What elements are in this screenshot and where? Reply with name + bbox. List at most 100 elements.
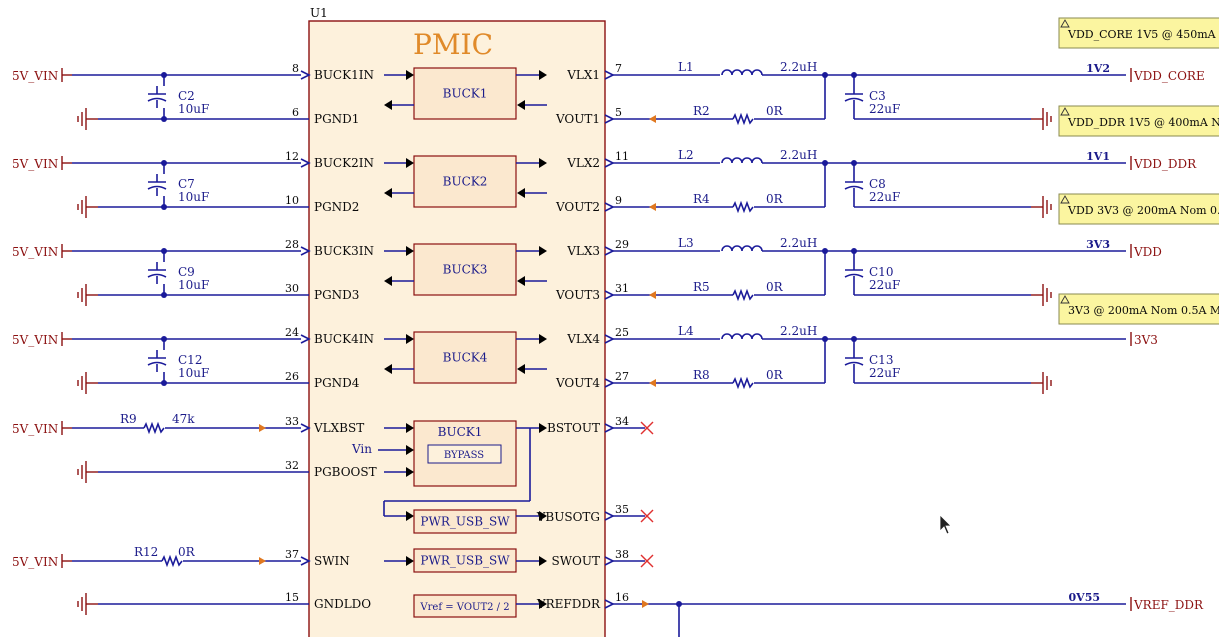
inductor-ref: L2 — [678, 148, 694, 162]
vref-block[interactable]: Vref = VOUT2 / 2 — [413, 594, 517, 618]
pin-input-icon — [300, 158, 311, 168]
buck-block-label: BUCK1 — [443, 87, 488, 101]
input-cap-value: 10uF — [178, 102, 209, 116]
buck-rail-3: 5V_VINC910uF2830BUCK3INPGND3VLX3VOUT3BUC… — [12, 236, 1162, 307]
ground-icon — [1030, 107, 1052, 131]
pin-name: BSTOUT — [547, 421, 600, 435]
pin-name: VOUT2 — [555, 200, 600, 214]
warning-triangle-icon — [1060, 107, 1070, 116]
pin-output-icon — [604, 114, 614, 120]
arrow-left-icon — [517, 100, 525, 110]
buck-block[interactable]: BUCK4 — [413, 331, 517, 384]
inductor-value: 2.2uH — [780, 324, 817, 338]
inductor-icon[interactable] — [721, 245, 763, 252]
output-cap-ref: C10 — [869, 265, 893, 279]
note-callout[interactable]: VDD_DDR 1V5 @ 400mA Nom — [1058, 105, 1219, 137]
input-net-label: 5V_VIN — [12, 245, 58, 259]
output-capacitor-icon[interactable] — [844, 173, 864, 197]
warning-triangle-icon — [1060, 19, 1070, 28]
pin-number: 24 — [285, 326, 299, 339]
buck-block-label: BUCK4 — [443, 351, 488, 365]
arrow-left-icon — [384, 188, 392, 198]
inductor-ref: L3 — [678, 236, 694, 250]
input-cap-ref: C2 — [178, 89, 195, 103]
warning-triangle-icon — [1060, 195, 1070, 204]
pin-name: PGND2 — [314, 200, 359, 214]
pin-name: SWIN — [314, 554, 350, 568]
chip-title: PMIC — [413, 28, 493, 61]
resistor-icon[interactable] — [732, 378, 754, 388]
input-capacitor-icon[interactable] — [147, 173, 167, 197]
pin-name: VOUT4 — [555, 376, 600, 390]
input-cap-value: 10uF — [178, 190, 209, 204]
arrow-right-icon — [406, 467, 414, 477]
arrow-right-icon — [539, 511, 547, 521]
input-cap-value: 10uF — [178, 278, 209, 292]
note-callout[interactable]: 3V3 @ 200mA Nom 0.5A Max. — [1058, 293, 1219, 325]
output-cap-ref: C3 — [869, 89, 886, 103]
input-net-label: 5V_VIN — [12, 555, 58, 569]
resistor-ref: R12 — [134, 545, 158, 559]
rail-label: 0V55 — [1069, 591, 1101, 604]
output-capacitor-icon[interactable] — [844, 261, 864, 285]
pin-input-icon — [604, 511, 615, 521]
otg-block[interactable]: PWR_USB_SW — [413, 509, 517, 534]
inductor-value: 2.2uH — [780, 236, 817, 250]
buck-rail-1: 5V_VINC210uF86BUCK1INPGND1VLX1VOUT1BUCK1… — [12, 60, 1205, 131]
buck-block-box — [413, 155, 517, 208]
bypass-label: BYPASS — [444, 450, 484, 461]
rail-label: 3V3 — [1086, 238, 1110, 251]
input-capacitor-icon[interactable] — [147, 349, 167, 373]
pin-input-icon — [604, 423, 615, 433]
pin-name: PGND4 — [314, 376, 360, 390]
note-callout[interactable]: VDD_CORE 1V5 @ 450mA Nom — [1058, 17, 1219, 49]
arrow-right-icon — [539, 70, 547, 80]
note-box — [1058, 17, 1219, 49]
resistor-value: 0R — [766, 104, 784, 118]
pin-name: PGBOOST — [314, 465, 377, 479]
pin-name: VLX3 — [566, 244, 600, 258]
output-capacitor-icon[interactable] — [844, 349, 864, 373]
pin-name: VLX1 — [566, 68, 600, 82]
note-text: VDD 3V3 @ 200mA Nom 0.4A — [1067, 204, 1219, 217]
ground-icon — [77, 195, 99, 219]
note-callout[interactable]: VDD 3V3 @ 200mA Nom 0.4A — [1058, 193, 1219, 225]
buck-block[interactable]: BUCK1 — [413, 67, 517, 120]
input-capacitor-icon[interactable] — [147, 261, 167, 285]
pin-number: 34 — [615, 415, 629, 428]
pin-input-icon — [300, 70, 311, 80]
resistor-icon[interactable] — [732, 290, 754, 300]
usb-switch-block[interactable]: PWR_USB_SW — [413, 548, 517, 573]
pin-name: GNDLDO — [314, 597, 371, 611]
mouse-cursor-icon — [939, 514, 952, 535]
pin-name: PGND1 — [314, 112, 359, 126]
resistor-icon[interactable] — [732, 114, 754, 124]
output-capacitor-icon[interactable] — [844, 85, 864, 109]
pin-number: 32 — [285, 459, 299, 472]
inductor-icon[interactable] — [721, 333, 763, 340]
resistor-icon[interactable] — [732, 202, 754, 212]
pin-name: VREFDDR — [536, 597, 601, 611]
pmic-chip-body[interactable] — [308, 20, 606, 637]
buck-block[interactable]: BUCK2 — [413, 155, 517, 208]
buck-block[interactable]: BUCK3 — [413, 243, 517, 296]
resistor-value: 0R — [178, 545, 196, 559]
boost-block-label: BUCK1 — [438, 425, 483, 439]
output-net-label: VDD — [1133, 245, 1162, 259]
vref-block-label: Vref = VOUT2 / 2 — [419, 602, 509, 613]
inductor-ref: L4 — [678, 324, 694, 338]
inductor-icon[interactable] — [721, 69, 763, 76]
inductor-icon[interactable] — [721, 157, 763, 164]
port-arrow-icon — [649, 115, 656, 123]
arrow-left-icon — [517, 276, 525, 286]
pin-input-icon — [300, 556, 311, 566]
input-capacitor-icon[interactable] — [147, 85, 167, 109]
resistor-ref: R9 — [120, 412, 137, 426]
resistor-icon[interactable] — [143, 423, 165, 433]
bypass-box — [427, 444, 502, 464]
resistor-value: 0R — [766, 368, 784, 382]
